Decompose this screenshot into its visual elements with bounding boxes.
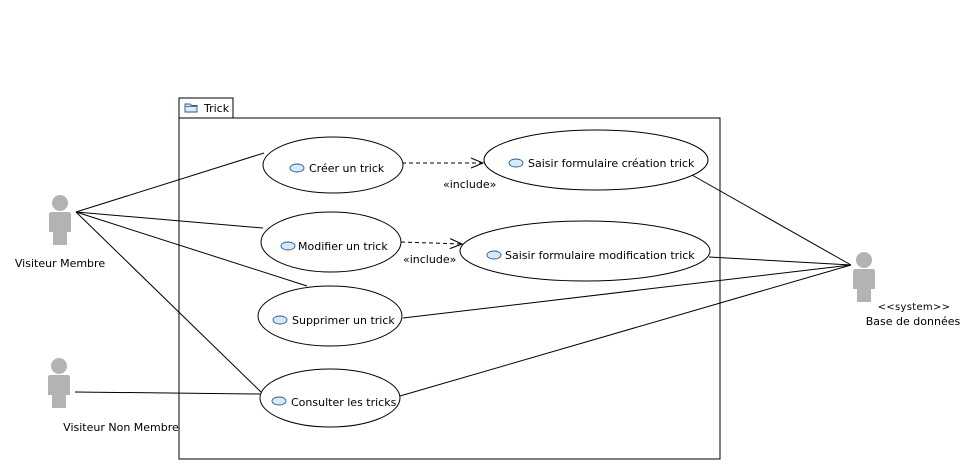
package-name: Trick xyxy=(203,102,230,115)
association-membre-consulter[interactable] xyxy=(75,211,263,394)
actor-label: Visiteur Membre xyxy=(15,257,105,270)
use-case-supprimer[interactable]: Supprimer un trick xyxy=(257,285,403,347)
associations xyxy=(74,152,852,397)
include-label: «include» xyxy=(403,253,456,266)
association-bd-saisir-creation[interactable] xyxy=(691,174,852,266)
use-case-label: Supprimer un trick xyxy=(292,314,395,327)
use-case-icon xyxy=(271,396,287,406)
use-case-ellipse xyxy=(259,368,401,428)
use-case-saisir-creation[interactable]: Saisir formulaire création trick xyxy=(483,129,709,191)
use-case-ellipse xyxy=(459,220,711,282)
actor-visiteur-membre[interactable]: Visiteur Membre xyxy=(15,195,105,270)
use-case-icon xyxy=(272,315,288,325)
use-case-icon xyxy=(508,158,524,168)
use-case-label: Consulter les tricks xyxy=(291,396,397,409)
association-membre-supprimer[interactable] xyxy=(75,211,308,287)
use-case-creer[interactable]: Créer un trick xyxy=(262,136,404,194)
association-bd-saisir-modification[interactable] xyxy=(708,256,852,266)
actor-label: Base de données xyxy=(866,315,961,328)
actor-base-de-donnees[interactable]: <<system>> Base de données xyxy=(853,252,960,328)
include-dependencies: «include» «include» xyxy=(400,163,496,266)
include-arrow-modifier[interactable] xyxy=(400,242,462,244)
actor-icon xyxy=(48,358,70,408)
use-case-label: Saisir formulaire création trick xyxy=(528,157,695,170)
use-case-ellipse xyxy=(262,136,404,194)
use-case-saisir-modification[interactable]: Saisir formulaire modification trick xyxy=(459,220,711,282)
use-case-ellipse xyxy=(260,211,402,273)
use-case-icon xyxy=(280,241,296,251)
use-case-label: Créer un trick xyxy=(309,162,385,175)
use-case-label: Modifier un trick xyxy=(298,240,388,253)
use-case-ellipse xyxy=(257,285,403,347)
association-membre-modifier[interactable] xyxy=(75,211,264,229)
folder-icon xyxy=(184,103,198,113)
association-bd-consulter[interactable] xyxy=(399,264,852,397)
actor-icon xyxy=(49,195,71,245)
association-nonmembre-consulter[interactable] xyxy=(74,391,261,395)
use-case-modifier[interactable]: Modifier un trick xyxy=(260,211,402,273)
include-label: «include» xyxy=(443,178,496,191)
use-case-ellipse xyxy=(483,129,709,191)
actor-label: Visiteur Non Membre xyxy=(63,421,179,434)
actor-icon xyxy=(853,252,875,302)
use-case-label: Saisir formulaire modification trick xyxy=(505,249,695,262)
package-trick[interactable]: Trick xyxy=(178,97,721,460)
actor-visiteur-non-membre[interactable]: Visiteur Non Membre xyxy=(48,358,179,434)
association-bd-supprimer[interactable] xyxy=(402,264,852,319)
actor-stereotype: <<system>> xyxy=(878,302,951,313)
package-body xyxy=(178,117,721,460)
association-membre-creer[interactable] xyxy=(75,152,265,213)
use-case-consulter[interactable]: Consulter les tricks xyxy=(259,368,401,428)
use-case-icon xyxy=(486,250,502,260)
use-case-icon xyxy=(289,163,305,173)
